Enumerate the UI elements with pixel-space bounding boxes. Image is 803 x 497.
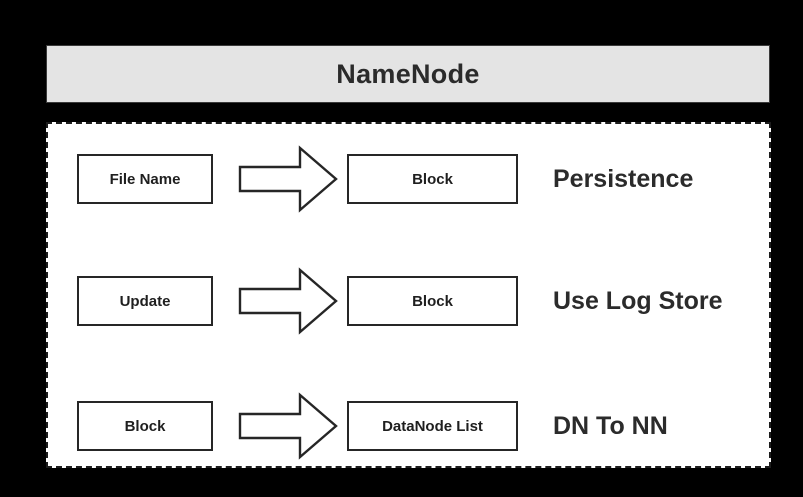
source-node-label: Block [124, 417, 166, 435]
target-node-label: Block [412, 170, 453, 188]
right-arrow-icon [238, 145, 338, 213]
mapping-row: Block DataNode List DN To NN [48, 392, 769, 460]
right-arrow-icon [238, 392, 338, 460]
row-caption: Use Log Store [553, 286, 723, 315]
source-node-box: Update [77, 276, 213, 326]
target-node-box: DataNode List [347, 401, 518, 451]
source-node-box: Block [77, 401, 213, 451]
target-node-box: Block [347, 154, 518, 204]
row-caption: Persistence [553, 164, 694, 193]
source-node-label: File Name [109, 170, 181, 188]
target-node-label: Block [412, 292, 453, 310]
source-node-label: Update [119, 292, 171, 310]
namenode-content-panel: File Name Block Persistence Update [46, 122, 771, 468]
row-caption: DN To NN [553, 411, 668, 440]
right-arrow-icon [238, 267, 338, 335]
source-node-box: File Name [77, 154, 213, 204]
mapping-row: File Name Block Persistence [48, 145, 769, 213]
mapping-row: Update Block Use Log Store [48, 267, 769, 335]
target-node-box: Block [347, 276, 518, 326]
page-title: NameNode [336, 58, 480, 89]
target-node-label: DataNode List [382, 417, 483, 435]
namenode-header-bar: NameNode [46, 45, 770, 103]
